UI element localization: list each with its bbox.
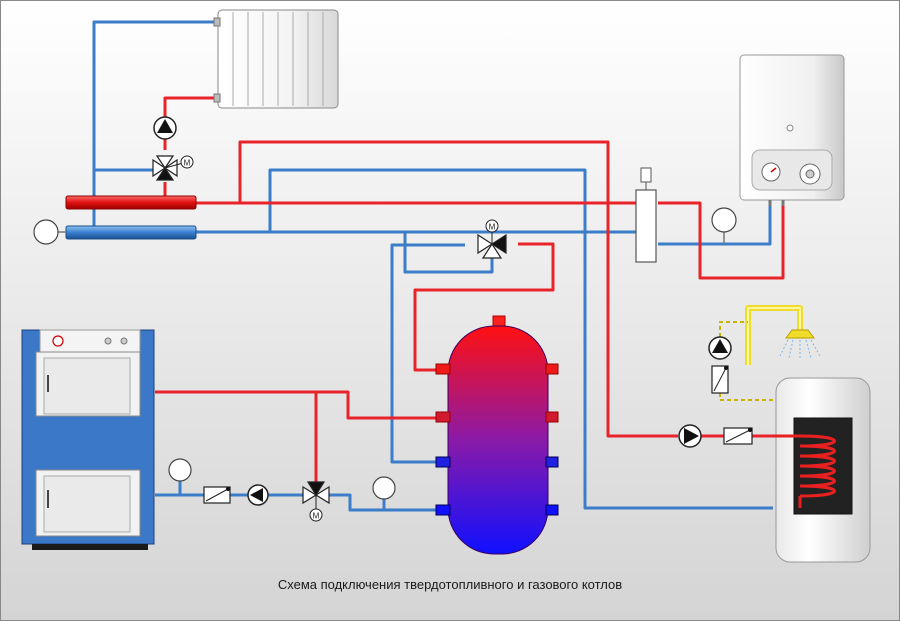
check-valve-icon: [711, 365, 729, 394]
buffer-tank-icon: [435, 315, 559, 555]
gas-boiler-icon: [739, 54, 845, 206]
shower-icon: [779, 329, 821, 359]
motor-label: M: [489, 223, 496, 232]
check-valve-icon: [203, 486, 231, 504]
pump-icon: [153, 116, 177, 140]
radiator-icon: [213, 9, 339, 109]
return-pipes: [92, 20, 773, 512]
three-way-valve-icon: M: [302, 481, 330, 522]
pump-icon: [708, 336, 732, 360]
return-header-pipe: [65, 225, 197, 240]
pressure-gauge-icon: [372, 476, 396, 500]
dhw-lines: [719, 305, 803, 401]
three-way-valve-icon: M: [477, 219, 507, 259]
solid-fuel-boiler-icon: [21, 329, 155, 550]
pressure-gauge-icon: [168, 458, 192, 482]
motor-label: M: [313, 512, 320, 521]
hydraulic-separator-icon: [635, 167, 657, 263]
water-heater-icon: [773, 377, 871, 563]
motor-label: M: [184, 159, 191, 168]
three-way-valve-icon: M: [152, 155, 194, 181]
pressure-gauge-icon: [33, 219, 66, 245]
pump-icon: [678, 424, 702, 448]
pump-icon: [247, 484, 269, 506]
check-valve-icon: [723, 427, 753, 445]
pressure-gauge-icon: [711, 207, 737, 244]
diagram-caption: Схема подключения твердотопливного и газ…: [277, 577, 623, 592]
supply-header-pipe: [65, 195, 197, 210]
